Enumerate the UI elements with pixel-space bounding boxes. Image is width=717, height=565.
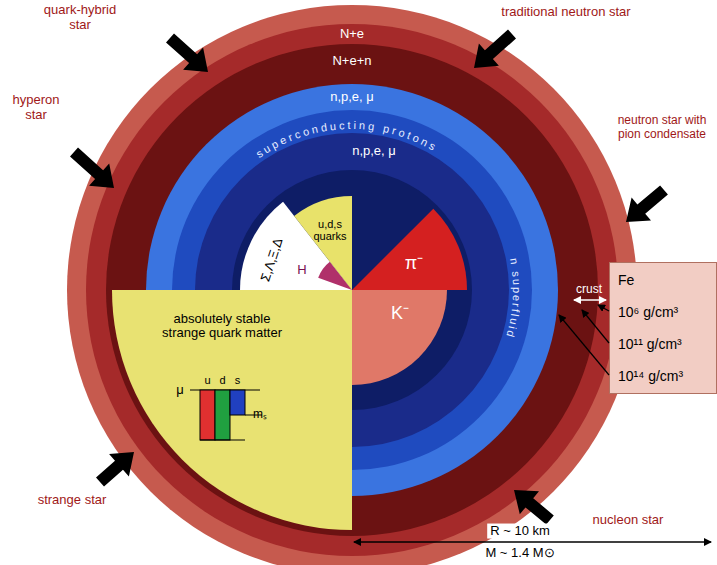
- layer-disc: [106, 44, 598, 536]
- wedge-fill: [352, 209, 467, 290]
- layer-label: π⁻: [405, 254, 423, 274]
- block-arrow: [166, 34, 208, 73]
- outer-surface-ring: [67, 5, 637, 565]
- chart-label: u: [204, 374, 210, 387]
- layer-label: H: [297, 263, 306, 277]
- dimension-label: R ~ 10 km: [487, 524, 553, 539]
- star-type-label: crust: [576, 283, 602, 297]
- star-type-label: neutron star with pion condensate: [610, 114, 714, 142]
- block-arrow: [96, 452, 134, 487]
- density-text: 10¹⁴ g/cm³: [618, 367, 708, 385]
- chart-label: μ: [176, 383, 184, 398]
- layer-label: K⁻: [391, 304, 409, 324]
- radius-dimension: [354, 541, 711, 543]
- crust-band: N+eN+e+nn,p,e, μsuperconducting protonsn…: [86, 24, 618, 556]
- star-type-label: quark-hybrid star: [37, 3, 123, 33]
- curved-text-layer: superconducting protonsn superfluid: [172, 110, 532, 470]
- block-arrow: [474, 30, 516, 69]
- block-arrow: [70, 148, 114, 189]
- star-type-label: strange star: [38, 493, 107, 508]
- nucleon-band: n,p,e, μsuperconducting protonsn superfl…: [146, 84, 558, 496]
- density-text: Fe: [618, 271, 708, 289]
- leader-line: [559, 315, 609, 375]
- wedge-fill: [352, 290, 447, 385]
- density-text: 10¹¹ g/cm³: [618, 335, 708, 353]
- density-box: Fe 10⁶ g/cm³ 10¹¹ g/cm³ 10¹⁴ g/cm³: [609, 262, 717, 394]
- density-text: 10⁶ g/cm³: [618, 303, 708, 321]
- dimension-label: M ~ 1.4 M⊙: [482, 546, 557, 561]
- star-type-label: nucleon star: [593, 513, 664, 528]
- layer-label: N+e+n: [332, 54, 371, 68]
- layer-label: u,d,s quarks: [310, 218, 350, 242]
- leader-line: [598, 305, 609, 311]
- mini-level-chart: [190, 390, 262, 440]
- chart-label: mₛ: [253, 408, 267, 422]
- pointer-arrows: [70, 30, 668, 525]
- block-arrow: [626, 185, 668, 222]
- layer-label: n,p,e, μ: [352, 144, 396, 158]
- chart-label: s: [235, 374, 241, 387]
- layer-label: n,p,e, μ: [330, 90, 374, 104]
- layer-label: absolutely stable strange quark matter: [152, 312, 292, 341]
- layer-disc: [86, 24, 618, 556]
- crust-dimension: [574, 299, 606, 301]
- leader-line: [582, 310, 609, 343]
- chart-label: d: [219, 374, 225, 387]
- layer-label: N+e: [340, 27, 364, 41]
- star-type-label: hyperon star: [7, 93, 65, 123]
- block-arrow: [514, 490, 554, 525]
- neutron-drip-band: N+e+nn,p,e, μsuperconducting protonsn su…: [106, 44, 598, 536]
- star-type-label: traditional neutron star: [478, 5, 654, 20]
- wedge-fill: [294, 196, 352, 290]
- superconducting-band: superconducting protonsn superfluidn,p,e…: [172, 110, 532, 470]
- wedge-fill: [112, 290, 352, 530]
